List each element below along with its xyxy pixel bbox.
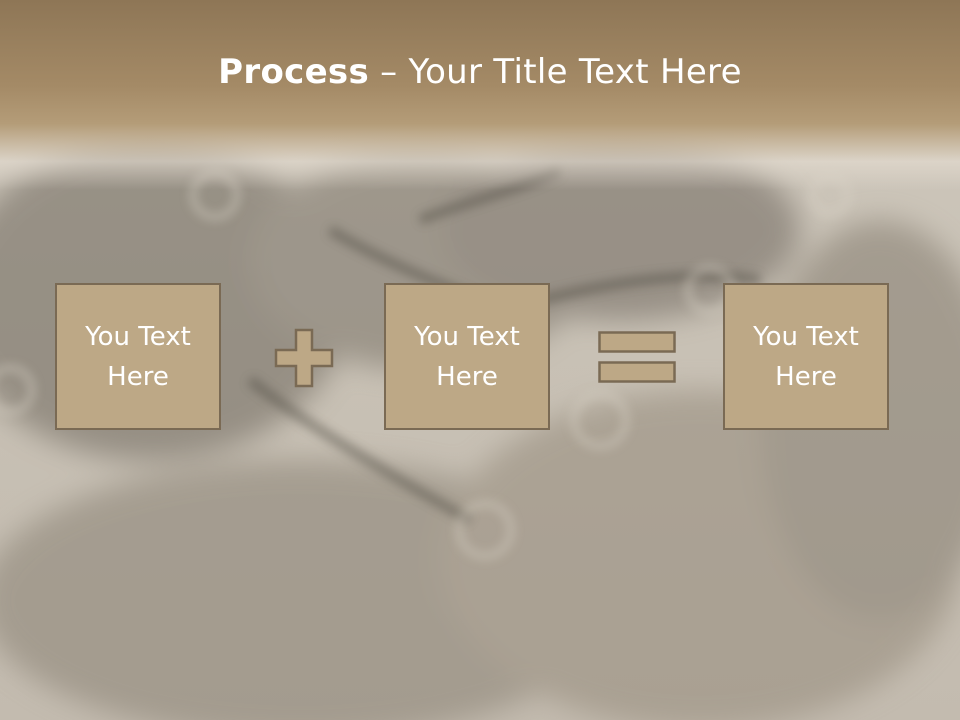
process-box-1[interactable]: You Text Here [55,283,221,430]
title-rest: – Your Title Text Here [369,52,742,92]
process-box-3[interactable]: You Text Here [723,283,889,430]
slide-title: Process – Your Title Text Here [0,52,960,92]
process-box-1-text: You Text Here [85,321,191,392]
plus-icon [274,328,334,388]
header-band [0,0,960,190]
process-box-3-text: You Text Here [753,321,859,392]
process-box-2-text: You Text Here [414,321,520,392]
title-bold: Process [218,52,370,92]
equals-icon [598,331,676,383]
process-box-2[interactable]: You Text Here [384,283,550,430]
